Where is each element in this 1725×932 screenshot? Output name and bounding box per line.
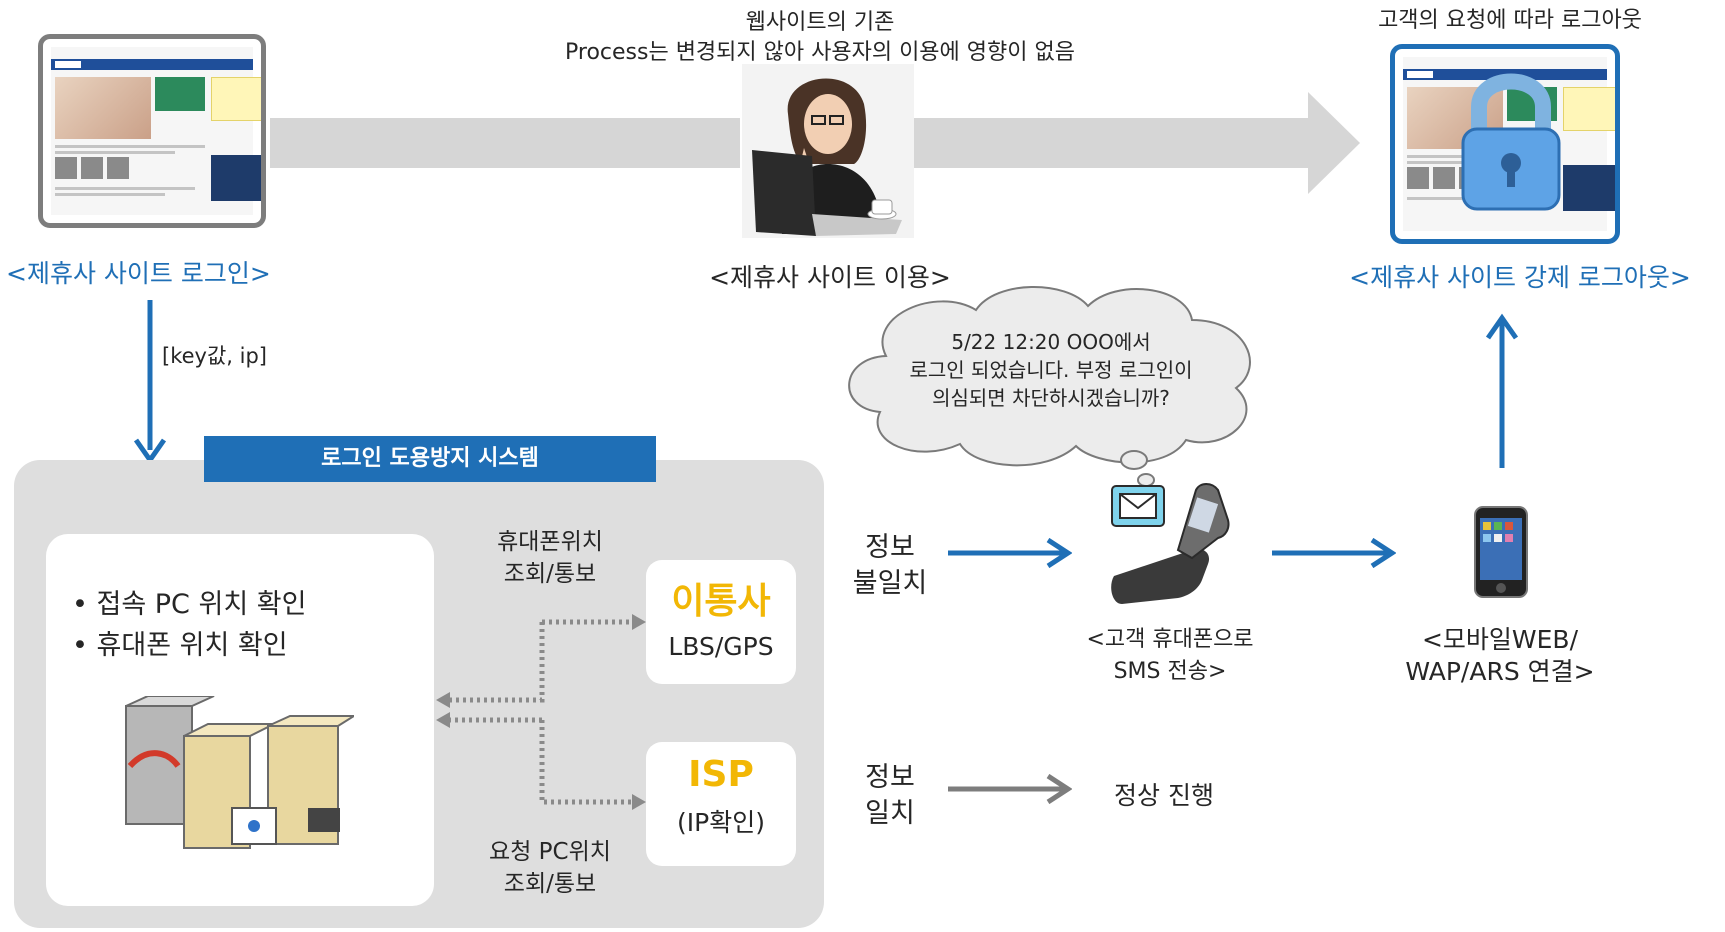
sms-message-cloud [848, 286, 1251, 487]
phone-query-label: 휴대폰위치 조회/통보 [455, 526, 645, 590]
server-icon [125, 696, 354, 849]
phone-query-line2: 조회/통보 [503, 561, 597, 587]
pc-query-label: 요청 PC위치 조회/통보 [450, 836, 650, 900]
match-line2: 일치 [865, 798, 915, 829]
mismatch-line2: 불일치 [852, 568, 928, 599]
system-title: 로그인 도용방지 시스템 [204, 436, 656, 482]
partner-site-thumbnail [38, 34, 266, 228]
sms-message-line1: 5/22 12:20 OOO에서 [951, 330, 1151, 354]
key-label: [key값, ip] [162, 344, 267, 368]
sms-message-line3: 의심되면 차단하시겠습니까? [932, 386, 1170, 410]
lock-icon [1461, 73, 1561, 211]
match-line1: 정보 [865, 762, 915, 793]
match-to-normal-arrow [948, 774, 1072, 804]
query-connectors [436, 614, 646, 810]
match-label: 정보 일치 [830, 760, 950, 832]
check-list: • 접속 PC 위치 확인 • 휴대폰 위치 확인 [72, 584, 306, 666]
sms-caption-line2: SMS 전송> [1113, 659, 1227, 684]
mismatch-line1: 정보 [865, 532, 915, 563]
smartphone-icon [1474, 506, 1528, 598]
process-flow-arrowhead [1308, 92, 1360, 194]
woman-laptop-icon [742, 64, 914, 238]
envelope-icon [1111, 485, 1165, 527]
flip-phone-icon [1111, 483, 1230, 604]
mobile-caption: <모바일WEB/ WAP/ARS 연결> [1380, 624, 1620, 688]
website-process-note: 웹사이트의 기존 Process는 변경되지 않아 사용자의 이용에 영향이 없… [470, 8, 1170, 68]
carrier-sub: LBS/GPS [668, 632, 774, 661]
mismatch-label: 정보 불일치 [830, 530, 950, 602]
carrier-box: 이통사 LBS/GPS [646, 560, 796, 684]
normal-progress-label: 정상 진행 [1114, 781, 1214, 810]
isp-sub: (IP확인) [677, 808, 765, 837]
isp-title: ISP [688, 754, 754, 795]
sms-message-line2: 로그인 되었습니다. 부정 로그인이 [909, 358, 1193, 382]
check-phone-location: • 휴대폰 위치 확인 [72, 630, 288, 661]
sms-caption-line1: <고객 휴대폰으로 [1086, 627, 1254, 652]
forced-logout-caption: <제휴사 사이트 강제 로그아웃> [1349, 263, 1691, 292]
mobile-caption-line1: <모바일WEB/ [1421, 625, 1579, 654]
isp-box: ISP (IP확인) [646, 742, 796, 866]
phone-query-line1: 휴대폰위치 [497, 529, 603, 555]
website-process-note-line2: Process는 변경되지 않아 사용자의 이용에 영향이 없음 [565, 40, 1075, 65]
forced-logout-thumbnail [1390, 44, 1620, 244]
sms-to-mobile-arrow [1272, 538, 1396, 568]
customer-request-caption: 고객의 요청에 따라 로그아웃 [1378, 8, 1642, 33]
mismatch-to-sms-arrow [948, 538, 1072, 568]
mobile-caption-line2: WAP/ARS 연결> [1405, 657, 1595, 686]
sms-caption: <고객 휴대폰으로 SMS 전송> [1050, 624, 1290, 688]
process-flow-arrow-left [270, 118, 740, 168]
login-down-arrow [133, 300, 167, 465]
pc-query-line2: 조회/통보 [503, 871, 597, 897]
website-process-note-line1: 웹사이트의 기존 [745, 10, 895, 35]
login-caption: <제휴사 사이트 로그인> [6, 259, 271, 288]
carrier-title: 이통사 [671, 581, 771, 622]
mobile-to-logout-arrow [1485, 313, 1519, 468]
sms-message-text: 5/22 12:20 OOO에서 로그인 되었습니다. 부정 로그인이 의심되면… [836, 328, 1266, 412]
pc-query-line1: 요청 PC위치 [489, 839, 611, 865]
process-flow-arrow-right [912, 118, 1312, 168]
check-pc-location: • 접속 PC 위치 확인 [72, 589, 307, 620]
use-caption: <제휴사 사이트 이용> [709, 263, 951, 292]
